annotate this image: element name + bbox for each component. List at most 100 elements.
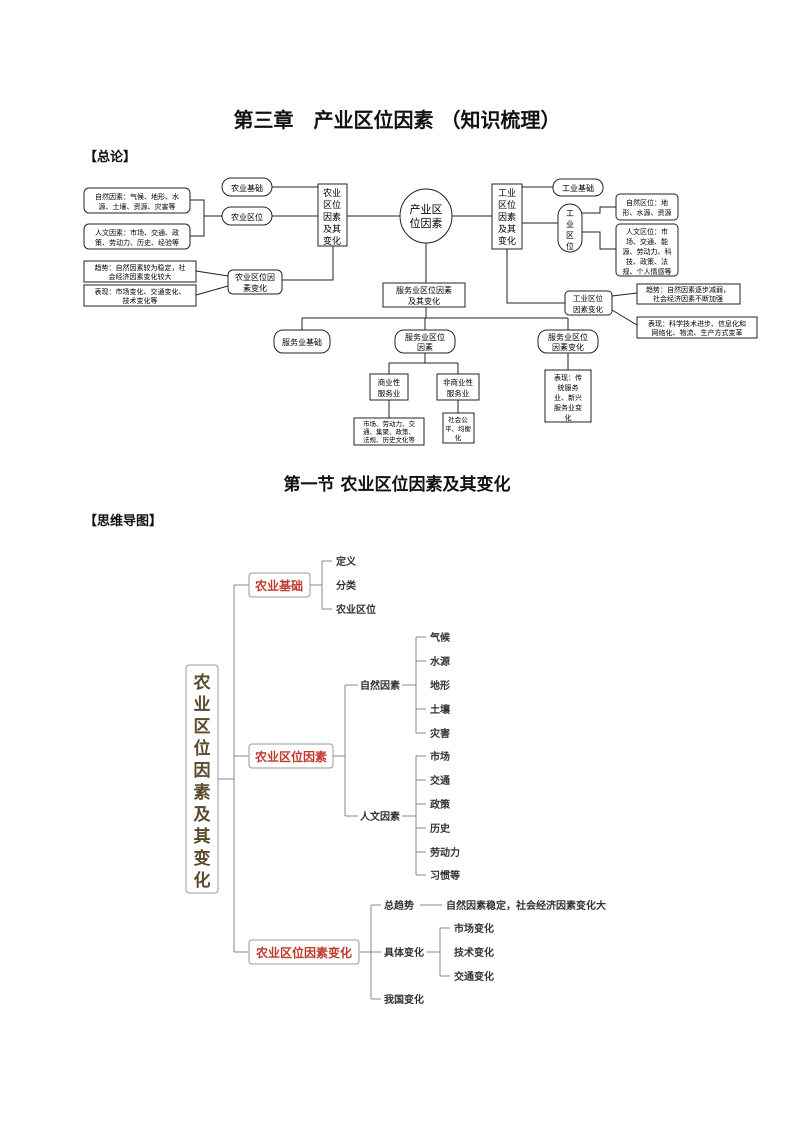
svg-text:法规、历史文化等: 法规、历史文化等: [363, 435, 416, 444]
svg-text:服务业区位: 服务业区位: [548, 332, 588, 342]
mindmap-trend-value: 自然因素稳定，社会经济因素变化大: [446, 899, 606, 912]
svg-text:服务业区位: 服务业区位: [405, 332, 445, 342]
svg-text:农业基础: 农业基础: [254, 578, 303, 593]
svg-text:位因素: 位因素: [410, 216, 443, 230]
svg-text:产业区: 产业区: [410, 202, 443, 216]
svg-text:区位: 区位: [323, 199, 341, 211]
ind-change-node: 工业区位 因素变化: [564, 290, 613, 316]
svg-text:表现：科学技术进步、信息化和: 表现：科学技术进步、信息化和: [648, 319, 746, 328]
mindmap-leaf-human: 交通: [430, 774, 450, 787]
svc-show-node: 表现：传 统服务 业、新兴 服务业变 化: [544, 369, 592, 423]
mindmap-basis-node: 农业基础: [248, 572, 311, 598]
svg-text:趋势：自然因素较为稳定，社: 趋势：自然因素较为稳定，社: [95, 263, 186, 272]
svg-text:策、劳动力、历史、经验等: 策、劳动力、历史、经验等: [95, 238, 179, 247]
mindmap-leaf-specific: 交通变化: [454, 970, 494, 983]
agri-main-node: 农业 区位 因素 及其 变化: [317, 183, 348, 247]
svg-text:源、劳动力、科: 源、劳动力、科: [623, 247, 672, 256]
svg-text:变化: 变化: [323, 235, 341, 247]
svg-text:服务业变: 服务业变: [554, 403, 582, 412]
svg-text:市场、劳动力、交: 市场、劳动力、交: [363, 419, 416, 428]
mindmap-root-node: 农 业 区 位 因 素 及 其 变 化: [185, 664, 219, 894]
mindmap-leaf-natural: 土壤: [430, 703, 451, 716]
svg-text:表现：传: 表现：传: [554, 373, 582, 382]
svg-text:自然区位：地: 自然区位：地: [626, 198, 668, 207]
svg-text:工业基础: 工业基础: [562, 183, 594, 193]
mindmap-leaf-human: 市场: [430, 750, 450, 763]
ind-natural-node: 自然区位：地 形、水源、资源: [615, 193, 679, 221]
svg-text:因素: 因素: [323, 211, 341, 223]
svg-text:因素变化: 因素变化: [552, 342, 584, 352]
svg-text:农业区位因素: 农业区位因素: [254, 749, 327, 764]
svg-text:变化: 变化: [498, 235, 516, 247]
svg-text:及其变化: 及其变化: [408, 296, 440, 306]
mindmap-leaf-natural: 水源: [429, 655, 450, 668]
svg-text:业、新兴: 业、新兴: [554, 393, 582, 402]
agri-human-node: 人文因素：市场、交通、政 策、劳动力、历史、经验等: [83, 223, 191, 250]
overview-center-node: 产业区 位因素: [399, 188, 453, 244]
svg-text:农业区位因素变化: 农业区位因素变化: [255, 945, 352, 960]
agri-natural-node: 自然因素：气候、地形、水 源、土壤、资源、灾害等: [83, 187, 191, 214]
ind-show-node: 表现：科学技术进步、信息化和 网络化、物流、生产方式变革: [636, 316, 758, 339]
svc-commercial-node: 商业性 服务业: [369, 373, 409, 401]
mindmap-leaf-specific: 市场变化: [454, 922, 494, 935]
svg-text:服务业: 服务业: [378, 388, 401, 398]
svg-text:农业区位因: 农业区位因: [235, 272, 275, 282]
mindmap-change-node: 农业区位因素变化: [248, 939, 360, 965]
svg-text:素变化: 素变化: [243, 283, 267, 293]
svg-text:化: 化: [565, 413, 572, 422]
mindmap-connectors: [218, 560, 450, 1000]
svg-text:位: 位: [194, 738, 211, 759]
ind-trend-node: 趋势：自然因素逐步减弱， 社会经济因素不断加强: [636, 283, 741, 305]
svg-text:场、交通、能: 场、交通、能: [626, 237, 668, 246]
mindmap-leaf-natural: 气候: [429, 631, 451, 644]
svg-text:形、水源、资源: 形、水源、资源: [623, 208, 672, 217]
mindmap-leaf-classification: 分类: [336, 579, 356, 592]
svg-text:区: 区: [194, 717, 211, 737]
mindmap-leaf-definition: 定义: [336, 555, 357, 568]
ind-main-node: 工业 区位 因素 及其 变化: [491, 183, 523, 250]
svg-text:位: 位: [566, 241, 574, 251]
agri-show-node: 表现：市场变化、交通变化、 技术变化等: [83, 284, 197, 307]
mindmap-natural-label: 自然因素: [360, 679, 400, 692]
svc-noncommercial-factors-node: 社会公 平、均衡 化: [442, 412, 475, 444]
svg-text:规、个人情感等: 规、个人情感等: [623, 267, 672, 276]
svg-text:业: 业: [194, 695, 211, 715]
mindmap-leaf-human: 劳动力: [430, 846, 460, 859]
svg-text:农业区位: 农业区位: [231, 212, 263, 222]
svg-text:技术变化等: 技术变化等: [123, 296, 158, 305]
svg-text:人文因素：市场、交通、政: 人文因素：市场、交通、政: [95, 228, 179, 237]
mindmap-specific-label: 具体变化: [383, 946, 424, 959]
svc-main-node: 服务业区位因素 及其变化: [382, 282, 466, 308]
svc-location-node: 服务业区位 因素: [394, 329, 456, 354]
svc-noncommercial-node: 非商业性 服务业: [436, 373, 480, 401]
svg-text:平、均衡: 平、均衡: [445, 424, 472, 433]
svg-text:因素: 因素: [417, 342, 433, 352]
svg-text:服务业: 服务业: [447, 388, 470, 398]
svg-text:表现：市场变化、交通变化、: 表现：市场变化、交通变化、: [95, 287, 186, 296]
svg-text:因: 因: [194, 761, 211, 781]
overview-label: 【总论】: [84, 150, 137, 165]
mindmap-leaf-human: 政策: [430, 798, 451, 811]
svg-text:农: 农: [193, 672, 211, 693]
svg-text:工业: 工业: [498, 188, 516, 199]
mindmap-leaf-human: 历史: [430, 822, 451, 835]
svg-text:工业区位: 工业区位: [573, 293, 603, 303]
svg-text:技、政策、法: 技、政策、法: [626, 257, 668, 266]
svg-text:社会经济因素不断加强: 社会经济因素不断加强: [653, 294, 723, 303]
svc-basis-node: 服务业基础: [273, 329, 331, 354]
svg-text:源、土壤、资源、灾害等: 源、土壤、资源、灾害等: [99, 202, 176, 211]
svg-text:非商业性: 非商业性: [443, 377, 473, 387]
svg-text:会经济因素变化较大: 会经济因素变化较大: [109, 272, 172, 281]
mindmap-leaf-specific: 技术变化: [454, 946, 494, 959]
svg-text:农业基础: 农业基础: [231, 183, 263, 193]
svg-text:统服务: 统服务: [558, 383, 579, 392]
agri-trend-node: 趋势：自然因素较为稳定，社 会经济因素变化较大: [83, 260, 197, 283]
mindmap-leaf-agri-location: 农业区位: [335, 603, 376, 616]
svg-text:自然因素：气候、地形、水: 自然因素：气候、地形、水: [95, 192, 179, 201]
ind-basis-node: 工业基础: [552, 178, 604, 197]
svg-text:其: 其: [194, 826, 211, 847]
svg-text:服务业区位因素: 服务业区位因素: [396, 285, 452, 295]
svg-text:素: 素: [194, 783, 211, 803]
